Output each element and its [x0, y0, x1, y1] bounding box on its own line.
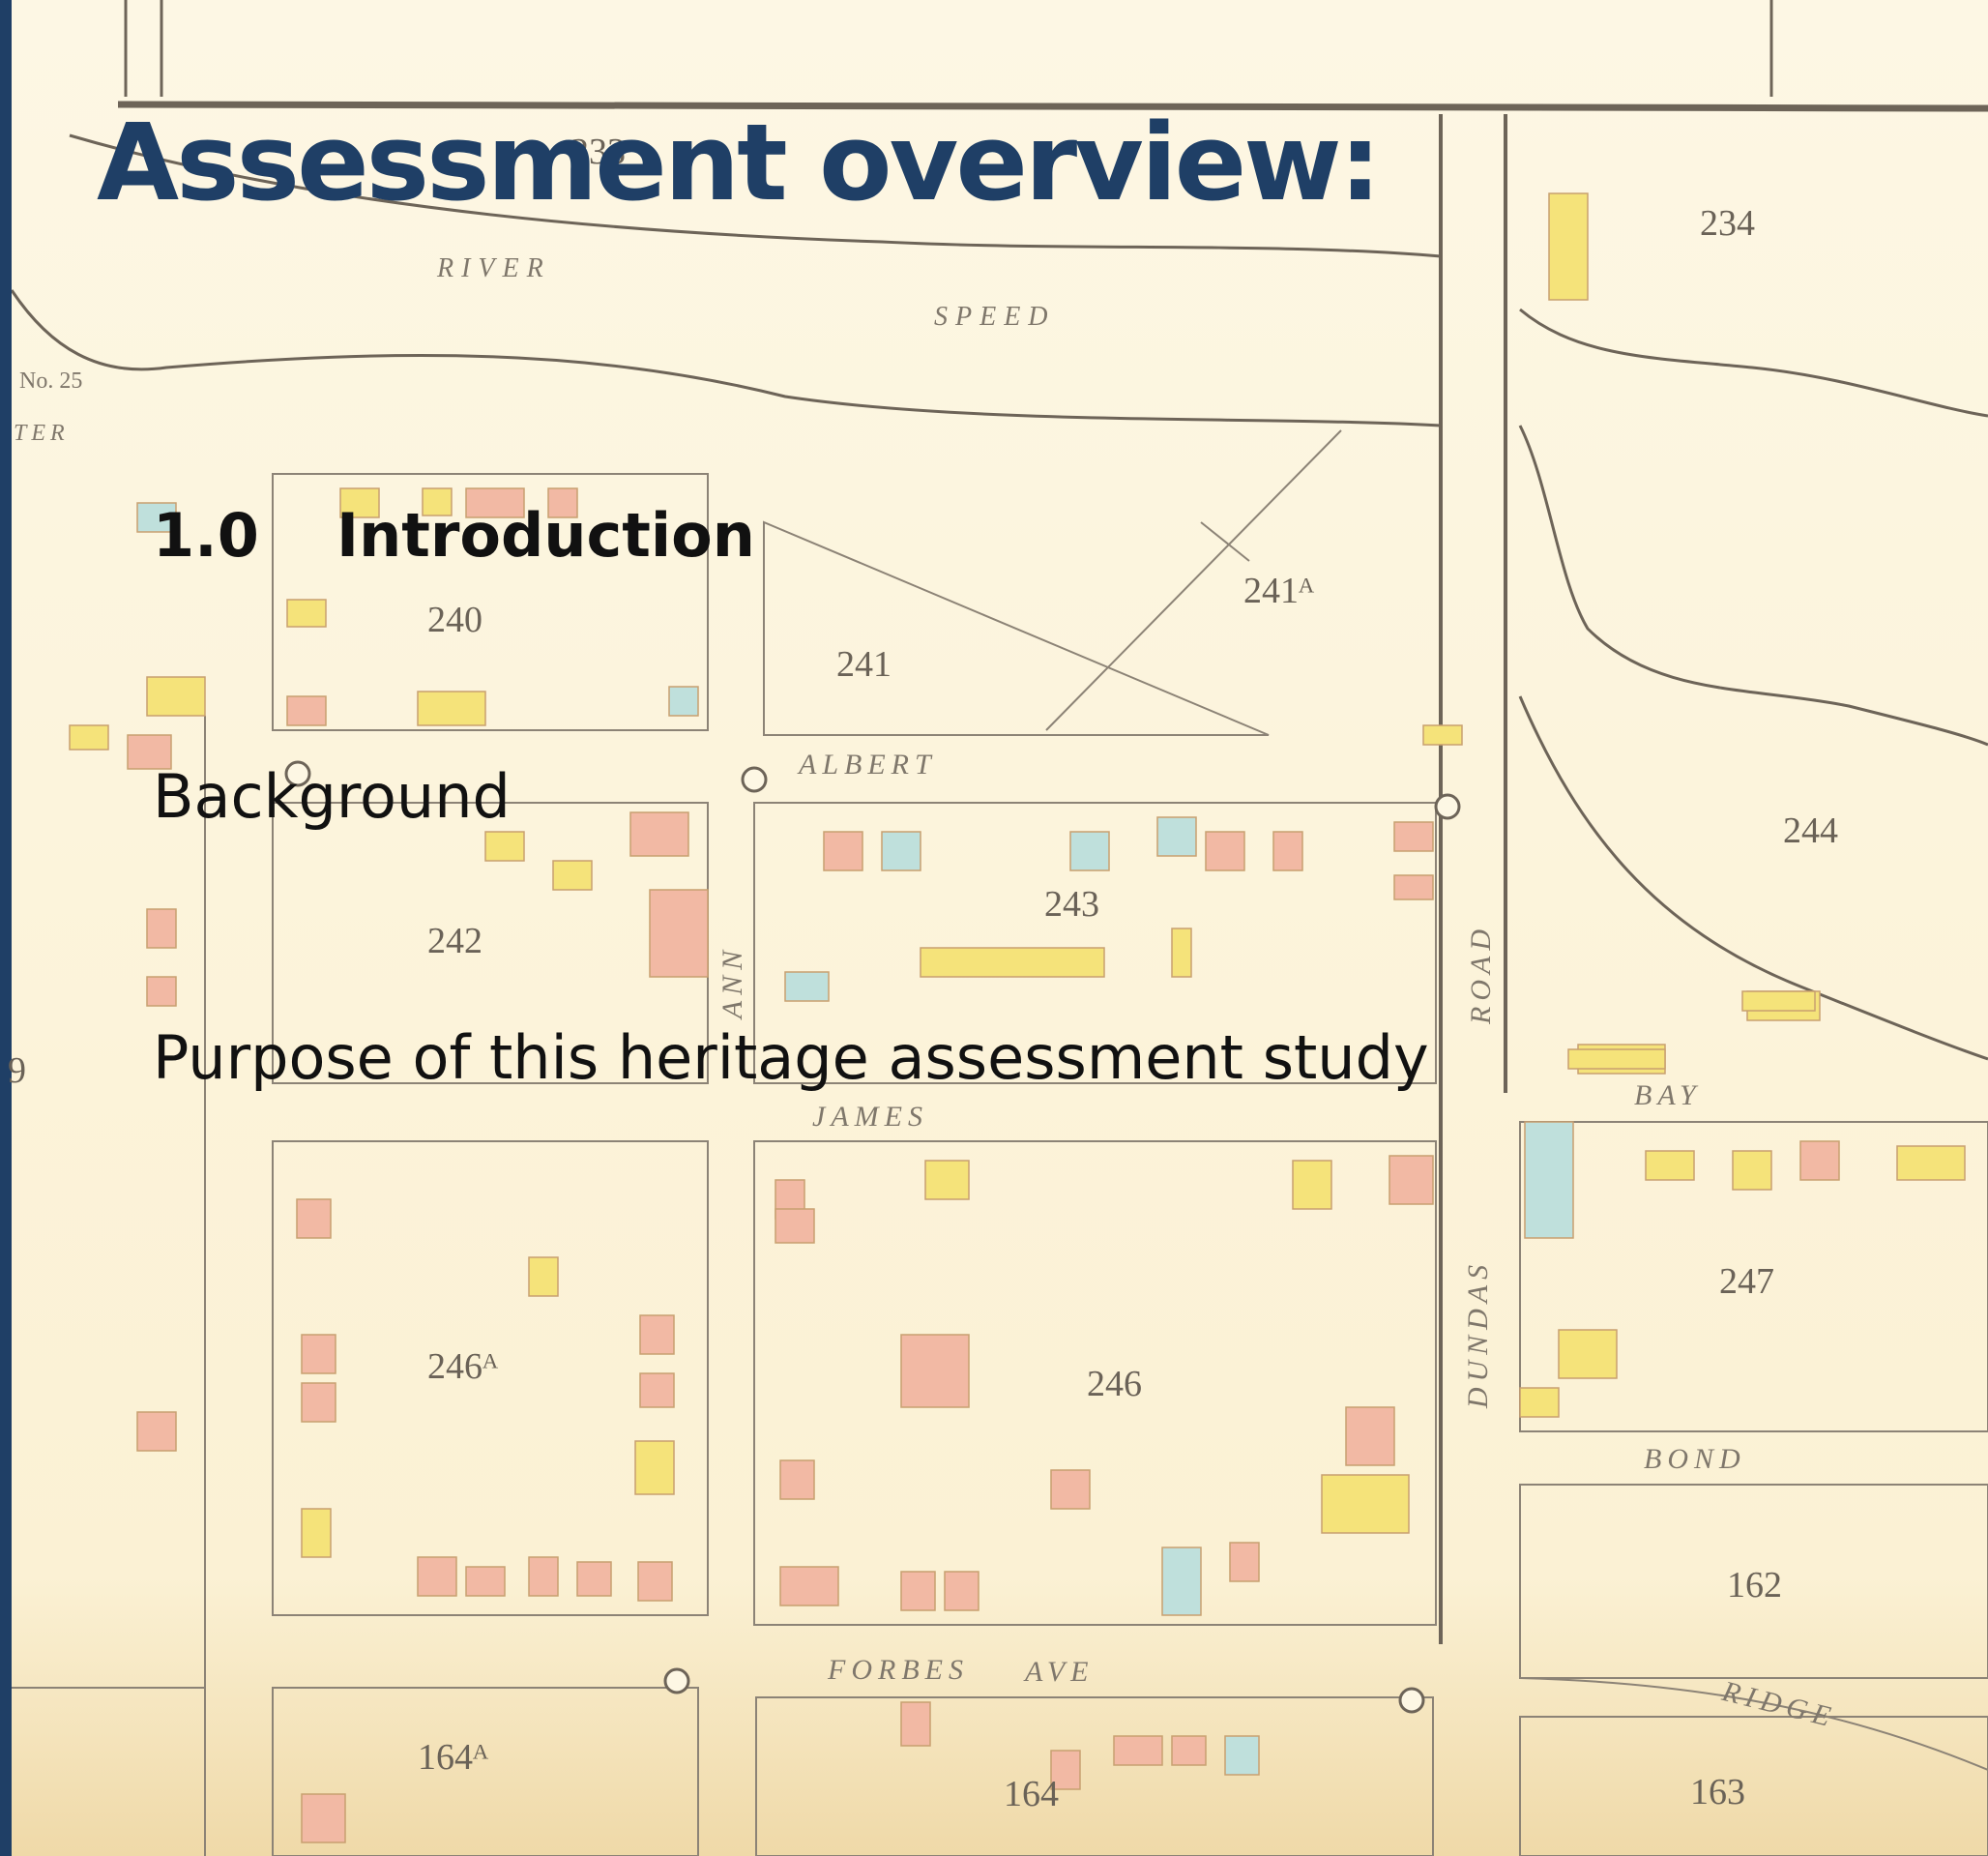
- street-label-bond: BOND: [1644, 1443, 1746, 1475]
- block-243: [753, 802, 1437, 1084]
- section-item-purpose: Purpose of this heritage assessment stud…: [153, 1022, 1429, 1093]
- railway-curve: [1518, 695, 1988, 1061]
- map-label-no-25: No. 25: [19, 368, 83, 394]
- page-title: Assessment overview:: [97, 101, 1382, 224]
- river-label-speed: SPEED: [934, 302, 1056, 332]
- lot-label-246: 246: [1087, 1364, 1142, 1404]
- street-label-albert: ALBERT: [799, 749, 937, 781]
- buildings: [69, 192, 1966, 1843]
- lot-label-241a: 241ᴬ: [1243, 571, 1315, 611]
- block-247: [1519, 1121, 1988, 1432]
- river-bank-east-1: [1519, 308, 1988, 418]
- river-bank-south: [12, 289, 1442, 427]
- lot-label-247: 247: [1719, 1261, 1774, 1302]
- lot-label-163: 163: [1690, 1772, 1745, 1812]
- river-banks: [12, 133, 1988, 1061]
- lot-label-240: 240: [427, 600, 482, 640]
- street-block-outlines: [12, 429, 1988, 1856]
- street-label-ave: AVE: [1025, 1656, 1095, 1688]
- lot-label-243: 243: [1044, 884, 1099, 925]
- map-boundaries: [117, 0, 1988, 1644]
- lot-label-164a: 164ᴬ: [418, 1737, 489, 1778]
- lot-label-164: 164: [1004, 1774, 1059, 1814]
- map-label-ter: TER: [14, 421, 70, 446]
- section-heading: 1.0 Introduction: [153, 500, 755, 571]
- river-bank-east-2: [1518, 425, 1988, 747]
- lot-label-242: 242: [427, 921, 482, 961]
- left-accent-bar: [0, 0, 12, 1856]
- section-item-background: Background: [153, 761, 511, 832]
- block-246A: [272, 1140, 709, 1616]
- block-246: [753, 1140, 1437, 1626]
- street-label-bay: BAY: [1634, 1079, 1702, 1111]
- block-164A: [272, 1687, 699, 1856]
- lot-label-233: 233: [570, 132, 626, 172]
- section-heading-text: Introduction: [336, 500, 755, 571]
- river-label-river: RIVER: [437, 253, 551, 283]
- lot-label-234: 234: [1700, 203, 1755, 244]
- block-164: [755, 1696, 1434, 1856]
- top-boundary-line: [117, 101, 1988, 112]
- block-163: [1519, 1716, 1988, 1856]
- street-label-dundas: DUNDAS: [1462, 1258, 1495, 1409]
- hydrants: [284, 760, 1461, 1714]
- lot-label-246a: 246ᴬ: [427, 1346, 499, 1387]
- street-label-ann: ANN: [716, 944, 749, 1019]
- map-label-9: 9: [8, 1050, 26, 1091]
- block-162: [1519, 1484, 1988, 1679]
- lot-label-244: 244: [1783, 810, 1838, 851]
- river-bank-north: [69, 133, 1442, 258]
- street-label-forbes: FORBES: [828, 1654, 969, 1686]
- section-number: 1.0: [153, 500, 259, 571]
- street-label-road: ROAD: [1464, 924, 1497, 1024]
- lot-label-162: 162: [1727, 1565, 1782, 1606]
- fire-insurance-map-background: [12, 0, 1988, 1856]
- triangle-241: [763, 520, 1270, 736]
- ridge-road: [1519, 1677, 1988, 1771]
- lot-label-241: 241: [836, 644, 892, 685]
- map-paper: [12, 0, 1988, 1856]
- block-240: [272, 473, 709, 731]
- street-label-james: JAMES: [812, 1101, 928, 1133]
